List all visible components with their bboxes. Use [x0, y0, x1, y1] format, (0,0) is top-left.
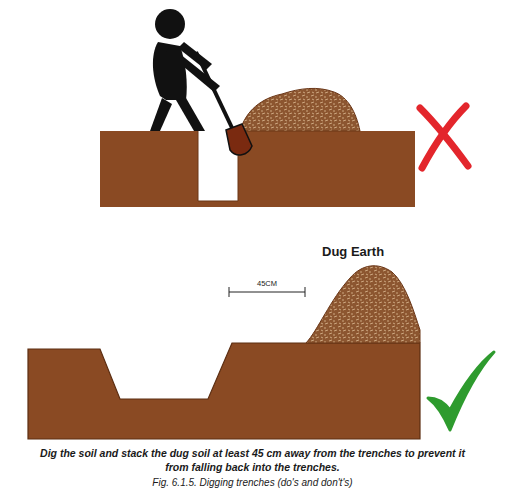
- right-mark: [428, 352, 494, 430]
- right-example: [28, 266, 494, 439]
- wrong-mark: [420, 106, 468, 168]
- shovel-blade: [226, 124, 252, 155]
- wrong-example: [100, 9, 468, 207]
- caption-note: Dig the soil and stack the dug soil at l…: [40, 447, 465, 474]
- figure-caption: Fig. 6.1.5. Digging trenches (do's and d…: [40, 477, 465, 489]
- dimension-label: 45CM: [257, 279, 277, 289]
- ground: [238, 131, 415, 207]
- ground-with-trench: [28, 343, 420, 439]
- shovel-handle: [196, 52, 234, 132]
- ground: [100, 131, 198, 207]
- soil-heap: [240, 88, 360, 131]
- digger-figure: [150, 9, 220, 131]
- ground: [198, 201, 238, 207]
- dimension-line: [229, 287, 305, 297]
- soil-heap: [306, 266, 420, 343]
- part-label: Dug Earth: [322, 244, 384, 261]
